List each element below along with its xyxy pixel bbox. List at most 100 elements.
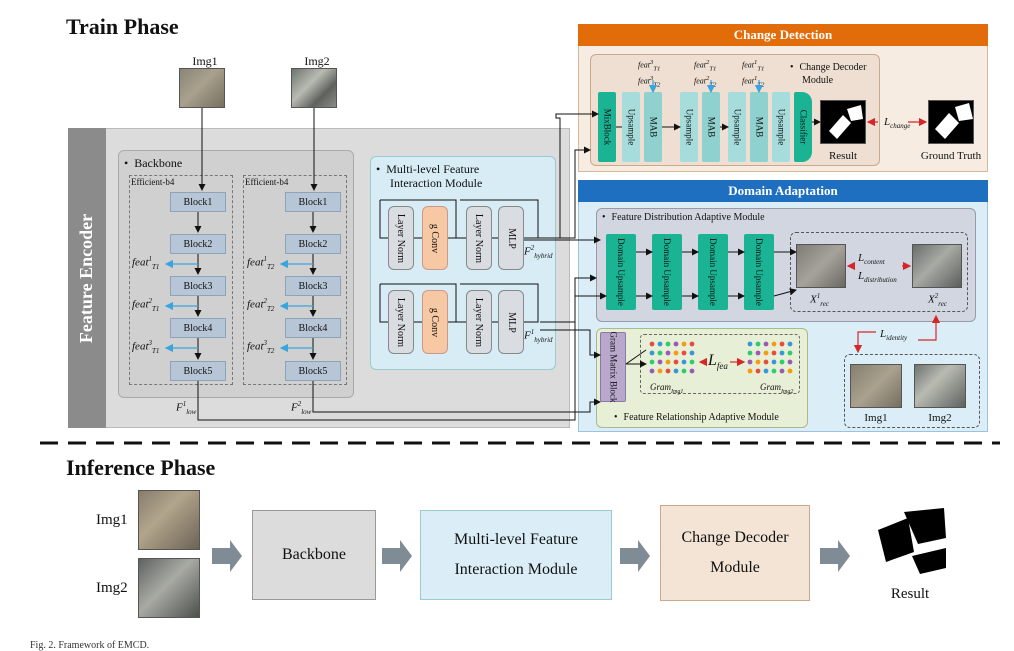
right-block5: Block5 [285, 361, 341, 381]
gram-dot [657, 341, 663, 347]
inf-decoder-box: Change Decoder Module [660, 505, 810, 601]
gram-dot [787, 359, 793, 365]
gram-dot [755, 341, 761, 347]
domain-adaptation-header: Domain Adaptation [578, 180, 988, 202]
img1-label: Img1 [192, 54, 218, 68]
gram-dot [657, 368, 663, 374]
inf-mfim-line2: Interaction Module [454, 561, 578, 578]
inf-arrow-2 [382, 540, 412, 572]
x-rec-1: X1rec [810, 292, 829, 308]
gram-dot [673, 350, 679, 356]
x-rec-2: X2rec [928, 292, 947, 308]
gram-dot [779, 341, 785, 347]
gram-dot [657, 350, 663, 356]
mfim-gconv-2: g Conv [422, 290, 448, 354]
gram-dot [779, 368, 785, 374]
gram-dot [649, 341, 655, 347]
inf-img2-label: Img2 [96, 580, 128, 596]
gram-dot [649, 359, 655, 365]
cd-result-label: Result [828, 150, 858, 162]
feature-encoder-label: Feature Encoder [76, 213, 97, 343]
feat-t1-3: feat3T1 [132, 339, 160, 355]
inf-img2-image [138, 558, 200, 618]
inference-phase-title: Inference Phase [66, 455, 216, 480]
change-detection-header: Change Detection [578, 24, 988, 46]
l-identity: Lidentity [880, 328, 908, 343]
ground-truth-image [928, 100, 974, 144]
inf-result-image [874, 508, 946, 580]
backbone-title: Backbone [124, 156, 182, 171]
mfim-layer-norm-4: Layer Norm [466, 290, 492, 354]
gram-dot [771, 350, 777, 356]
gram-img2-label: GramImg2 [760, 382, 794, 395]
inf-arrow-1 [212, 540, 242, 572]
gram-dot [681, 359, 687, 365]
gram-dot [755, 350, 761, 356]
l-content: Lcontent [858, 252, 885, 267]
change-decoder-label: Change Decoder [790, 62, 867, 73]
img2-thumbnail [291, 68, 337, 108]
gram-dot [665, 341, 671, 347]
right-block3: Block3 [285, 276, 341, 296]
right-block1: Block1 [285, 192, 341, 212]
gram-dot [665, 350, 671, 356]
gram-dot [673, 368, 679, 374]
inf-mfim-box: Multi-level Feature Interaction Module [420, 510, 612, 600]
gram-dot [763, 359, 769, 365]
cd-mab-3: MAB [750, 92, 768, 162]
domain-upsample-4: Domain Upsample [744, 234, 774, 310]
mfim-mlp-2: MLP [498, 290, 524, 354]
feature-encoder-label-bar: Feature Encoder [68, 128, 106, 428]
mfim-mlp-1: MLP [498, 206, 524, 270]
img2-label: Img2 [304, 54, 330, 68]
mfim-layer-norm-3: Layer Norm [388, 290, 414, 354]
da-img1-label: Img1 [864, 412, 888, 424]
gram-dot [657, 359, 663, 365]
gram-matrix-img1 [649, 341, 695, 374]
gram-dot [771, 368, 777, 374]
cd-result-image [820, 100, 866, 144]
efficient-b4-right-label: Efficient-b4 [245, 177, 289, 187]
inf-backbone-box: Backbone [252, 510, 376, 600]
mfim-layer-norm-1: Layer Norm [388, 206, 414, 270]
gram-matrix-block: Gram Matrix Block [600, 332, 626, 403]
fram-title: Feature Relationship Adaptive Module [614, 412, 779, 423]
mfim-title: Multi-level Feature [376, 162, 479, 176]
mfim-gconv-1: g Conv [422, 206, 448, 270]
gram-dot [747, 350, 753, 356]
da-img1-image [850, 364, 902, 408]
inf-img1-label: Img1 [96, 512, 128, 528]
img1-thumbnail [179, 68, 225, 108]
gram-dot [747, 341, 753, 347]
domain-upsample-1: Domain Upsample [606, 234, 636, 310]
f-hybrid-1: F1hybrid [524, 328, 553, 344]
domain-upsample-3: Domain Upsample [698, 234, 728, 310]
left-block4: Block4 [170, 318, 226, 338]
ground-truth-label: Ground Truth [920, 150, 982, 162]
feat-t2-2: feat2T2 [247, 297, 275, 313]
da-img2-label: Img2 [928, 412, 952, 424]
cd-mixblock: MixBlock [598, 92, 616, 162]
gram-dot [689, 359, 695, 365]
cd-classifier: Classifier [794, 92, 812, 162]
gram-img1-label: GramImg1 [650, 382, 684, 395]
left-block5: Block5 [170, 361, 226, 381]
gram-dot [689, 350, 695, 356]
gram-dot [747, 368, 753, 374]
gram-dot [763, 368, 769, 374]
figure-caption: Fig. 2. Framework of EMCD. [30, 640, 150, 651]
inf-decoder-line2: Module [710, 559, 760, 576]
cd-mab-1: MAB [644, 92, 662, 162]
gram-dot [673, 359, 679, 365]
gram-dot [681, 341, 687, 347]
gram-dot [755, 359, 761, 365]
inf-arrow-4 [820, 540, 850, 572]
gram-dot [665, 368, 671, 374]
domain-upsample-2: Domain Upsample [652, 234, 682, 310]
inf-decoder-line1: Change Decoder [681, 529, 789, 546]
cd-upsample-1: Upsample [622, 92, 640, 162]
gram-dot [673, 341, 679, 347]
l-change: Lchange [884, 116, 911, 131]
gram-dot [771, 341, 777, 347]
